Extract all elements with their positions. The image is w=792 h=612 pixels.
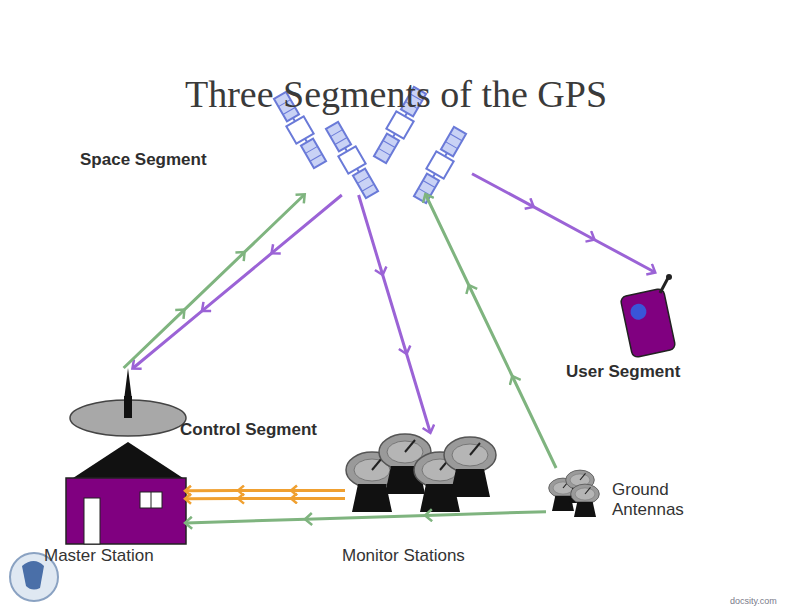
watermark: docsity.com: [730, 596, 777, 606]
purple-signal-link: [359, 195, 431, 432]
green-signal-link: [426, 195, 556, 468]
link-line: [186, 512, 546, 523]
link-line: [186, 489, 345, 492]
monitor-stations-node: Monitor Stations: [345, 432, 497, 512]
space-segment-node: Space Segment: [262, 98, 472, 195]
node-label: Space Segment: [80, 150, 207, 170]
purple-signal-link: [133, 195, 342, 368]
purple-signal-link: [472, 174, 654, 272]
link-line: [426, 195, 556, 468]
link-line: [472, 174, 654, 272]
green-signal-link: [124, 195, 304, 368]
node-label: Monitor Stations: [342, 546, 465, 566]
diagram-title: Three Segments of the GPS: [0, 72, 792, 116]
master-station-node: Master Station: [66, 368, 186, 544]
orange-signal-link: [186, 490, 345, 498]
link-line: [124, 195, 304, 368]
node-label: Ground Antennas: [612, 480, 716, 521]
green-signal-link: [186, 512, 546, 523]
segment-label: Control Segment: [180, 420, 317, 440]
ground-antennas-node: Ground Antennas: [546, 468, 602, 514]
user-segment-node: User Segment: [622, 272, 676, 356]
link-line: [359, 195, 431, 432]
node-label: User Segment: [566, 362, 680, 382]
link-line: [133, 195, 342, 368]
link-line: [186, 497, 345, 500]
node-label: Master Station: [44, 546, 154, 566]
